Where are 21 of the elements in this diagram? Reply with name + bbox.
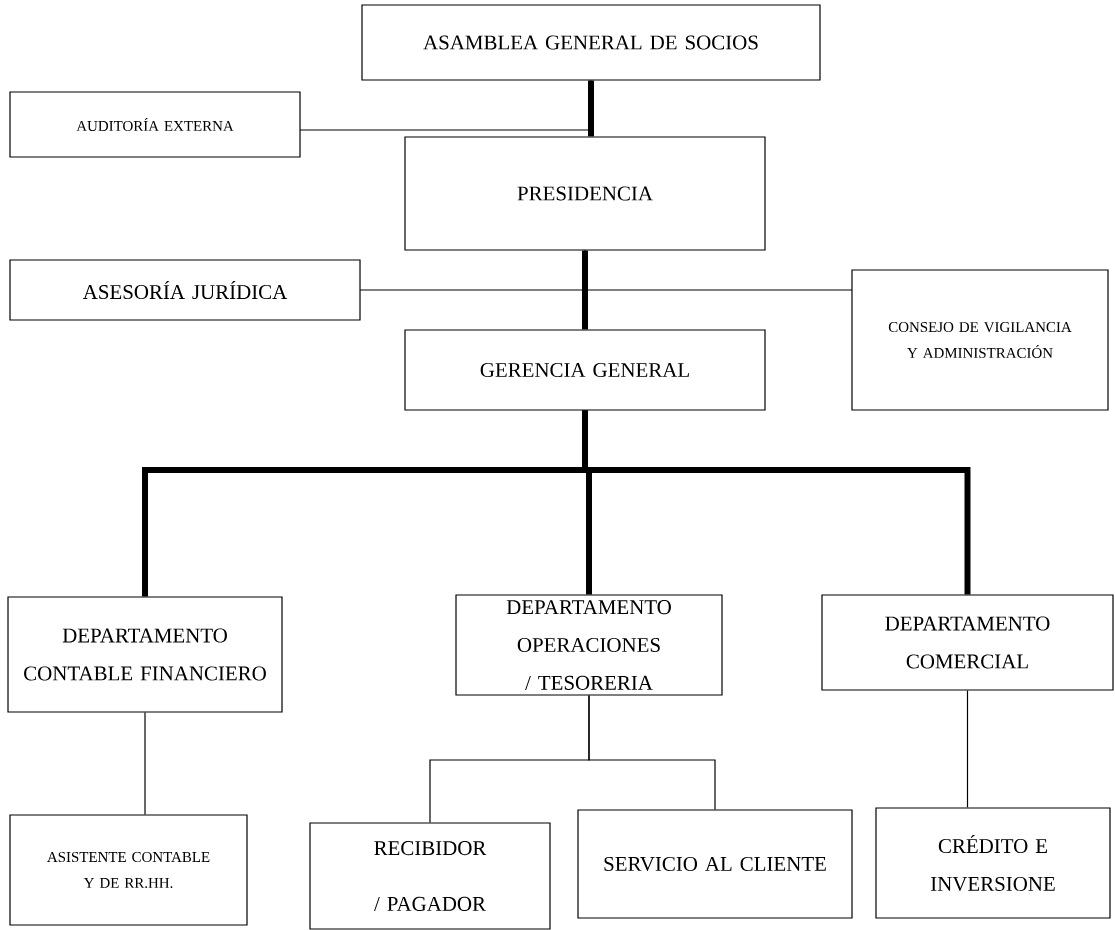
org-box: CONSEJO DE VIGILANCIA Y ADMINISTRACIÓN [851, 269, 1109, 411]
org-box: PRESIDENCIA [404, 136, 766, 251]
org-box: RECIBIDOR / PAGADOR [309, 822, 551, 930]
org-box: ASESORÍA JURÍDICA [9, 259, 361, 321]
connector-line [584, 250, 853, 291]
org-box: DEPARTAMENTO CONTABLE FINANCIERO [7, 596, 283, 713]
org-box: GERENCIA GENERAL [404, 329, 766, 411]
org-box: CRÉDITO E INVERSIONE [875, 807, 1111, 919]
org-box: ASISTENTE CONTABLE Y DE RR.HH. [9, 814, 248, 926]
org-box: DEPARTAMENTO COMERCIAL [821, 594, 1114, 691]
connector-line [582, 250, 588, 330]
connector-line [144, 712, 146, 815]
connector-line [966, 690, 969, 808]
org-box: DEPARTAMENTO OPERACIONES / TESORERIA [455, 594, 723, 696]
connector-line [299, 80, 592, 131]
org-box: SERVICIO AL CLIENTE [577, 809, 853, 919]
org-box: ASAMBLEA GENERAL DE SOCIOS [361, 4, 821, 81]
connector-line [588, 695, 716, 810]
connector-line [582, 410, 971, 595]
connector-line [588, 80, 594, 137]
org-box: AUDITORÍA EXTERNA [9, 91, 301, 158]
